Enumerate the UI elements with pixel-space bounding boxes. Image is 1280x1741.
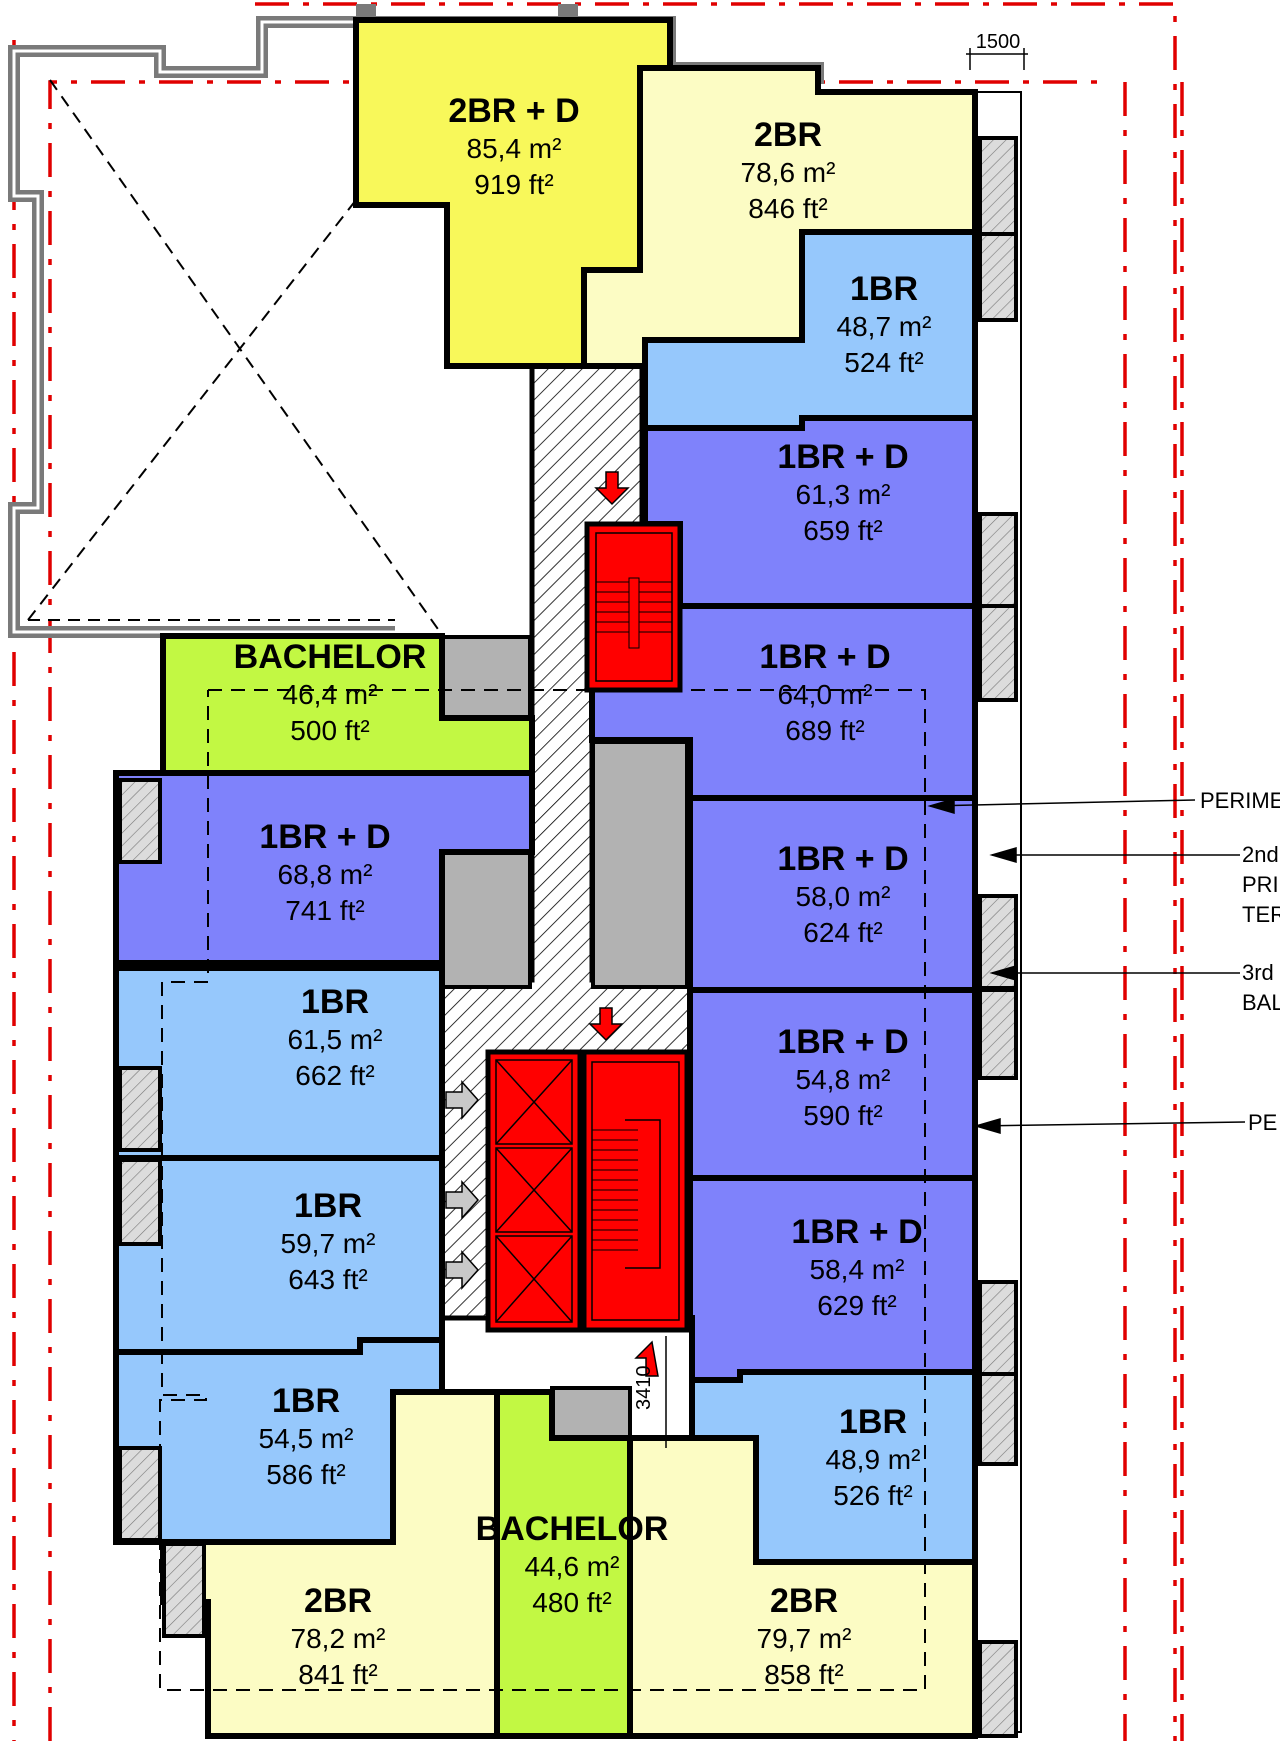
unit-label-area_ft2: 919 ft²: [474, 169, 553, 200]
unit-label-area_ft2: 846 ft²: [748, 193, 827, 224]
lobby-arrows: [445, 1080, 480, 1290]
unit-2br-bl[interactable]: [160, 1389, 500, 1739]
perimeter-dashed-line: [159, 689, 926, 1691]
exit-arrows: [588, 471, 659, 1377]
unit-label-type: 1BR: [294, 1187, 362, 1225]
elevator-bank: [485, 1049, 583, 1333]
unit-label-area_m2: 48,7 m²: [837, 311, 932, 342]
unit-label-type: 2BR + D: [448, 92, 579, 130]
unit-label-area_m2: 58,4 m²: [810, 1254, 905, 1285]
service-shafts: [440, 635, 689, 1440]
ann-3rd-line: BAL: [1242, 990, 1280, 1015]
unit-label-area_m2: 61,3 m²: [796, 479, 891, 510]
unit-label-area_m2: 79,7 m²: [757, 1623, 852, 1654]
unit-label-area_ft2: 741 ft²: [285, 895, 364, 926]
unit-label-type: 1BR + D: [777, 1023, 908, 1061]
unit-label-area_ft2: 526 ft²: [833, 1480, 912, 1511]
unit-label-type: BACHELOR: [476, 1510, 669, 1548]
unit-label-area_ft2: 659 ft²: [803, 515, 882, 546]
unit-label-area_ft2: 662 ft²: [295, 1060, 374, 1091]
unit-label-type: 1BR: [839, 1403, 907, 1441]
ann-2nd-line: 2nd: [1242, 842, 1279, 867]
ann-perimeter-1-line: PERIME: [1200, 788, 1280, 813]
unit-label-area_m2: 54,8 m²: [796, 1064, 891, 1095]
unit-label-area_m2: 78,2 m²: [291, 1623, 386, 1654]
unit-label-area_ft2: 524 ft²: [844, 347, 923, 378]
chimney-b: [558, 4, 578, 18]
unit-label-area_ft2: 586 ft²: [266, 1459, 345, 1490]
annotation-leaders: [927, 798, 1246, 1134]
ann-2nd-line: TER: [1242, 902, 1280, 927]
unit-1br-l3[interactable]: [113, 1155, 445, 1355]
balconies: [118, 136, 1018, 1738]
unit-label-type: 1BR: [301, 983, 369, 1021]
unit-label-area_ft2: 500 ft²: [290, 715, 369, 746]
unit-label-area_m2: 54,5 m²: [259, 1423, 354, 1454]
unit-2br-br[interactable]: [627, 1435, 978, 1739]
unit-label-type: 1BR + D: [259, 818, 390, 856]
unit-label-type: 2BR: [304, 1582, 372, 1620]
unit-label-area_ft2: 624 ft²: [803, 917, 882, 948]
unit-label-area_m2: 58,0 m²: [796, 881, 891, 912]
unit-label-type: 1BR + D: [777, 840, 908, 878]
chimney-a: [356, 4, 376, 18]
ann-2nd-line: PRI: [1242, 872, 1279, 897]
ann-perimeter-2-line: PE: [1248, 1110, 1277, 1135]
dimension-label-top: 1500: [976, 31, 1021, 53]
lower-stair: [581, 1049, 690, 1333]
units-layer: [113, 17, 978, 1739]
unit-label-area_m2: 78,6 m²: [741, 157, 836, 188]
unit-label-area_m2: 64,0 m²: [778, 679, 873, 710]
unit-label-area_m2: 59,7 m²: [281, 1228, 376, 1259]
unit-label-area_m2: 85,4 m²: [467, 133, 562, 164]
ann-3rd-line: 3rd: [1242, 960, 1274, 985]
dimension-label-corridor: 3410: [633, 1366, 655, 1411]
unit-label-type: BACHELOR: [234, 638, 427, 676]
unit-label-area_ft2: 643 ft²: [288, 1264, 367, 1295]
unit-label-area_m2: 61,5 m²: [288, 1024, 383, 1055]
unit-label-area_m2: 48,9 m²: [826, 1444, 921, 1475]
unit-label-area_ft2: 629 ft²: [817, 1290, 896, 1321]
upper-stair: [584, 521, 683, 693]
unit-label-type: 1BR + D: [777, 438, 908, 476]
unit-label-area_m2: 68,8 m²: [278, 859, 373, 890]
unit-label-type: 1BR + D: [791, 1213, 922, 1251]
unit-label-type: 1BR: [850, 270, 918, 308]
dimension-1500: [966, 48, 1028, 70]
unit-label-type: 2BR: [770, 1582, 838, 1620]
unit-1br-d-l1[interactable]: [113, 770, 535, 966]
unit-label-area_ft2: 590 ft²: [803, 1100, 882, 1131]
courtyard-void-x: [27, 79, 441, 633]
unit-label-area_m2: 46,4 m²: [283, 679, 378, 710]
unit-label-area_ft2: 689 ft²: [785, 715, 864, 746]
unit-label-type: 2BR: [754, 116, 822, 154]
unit-label-type: 1BR: [272, 1382, 340, 1420]
unit-label-area_m2: 44,6 m²: [525, 1551, 620, 1582]
unit-label-area_ft2: 858 ft²: [764, 1659, 843, 1690]
unit-label-type: 1BR + D: [759, 638, 890, 676]
unit-label-area_ft2: 480 ft²: [532, 1587, 611, 1618]
unit-1br-l2[interactable]: [113, 965, 445, 1161]
unit-label-area_ft2: 841 ft²: [298, 1659, 377, 1690]
